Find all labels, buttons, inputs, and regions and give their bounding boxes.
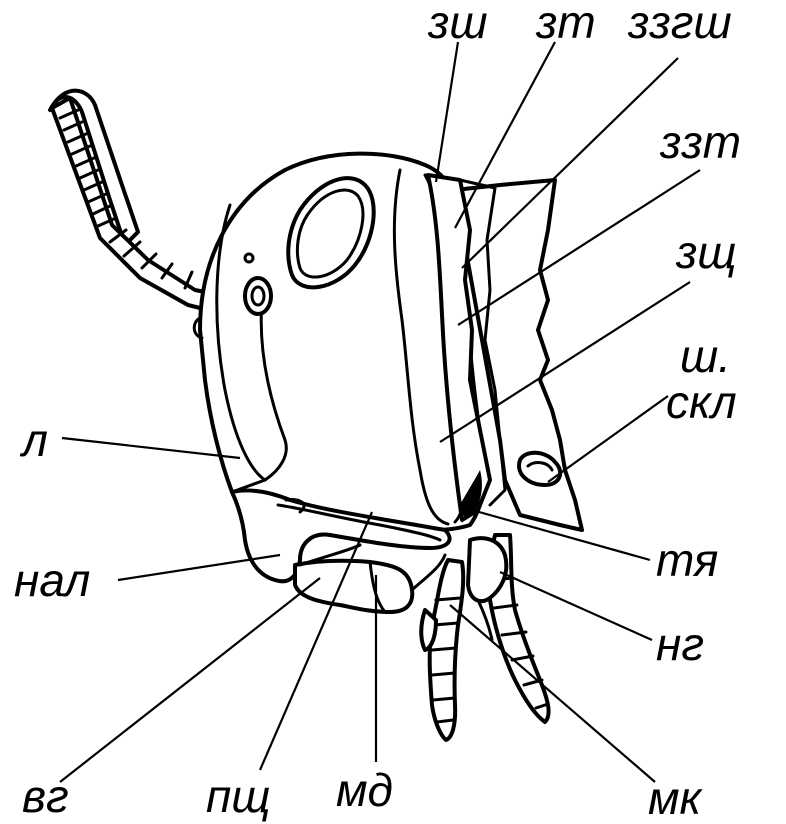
palps [421, 535, 548, 740]
label-tya: тя [656, 534, 718, 586]
leader-zzgsh [462, 58, 678, 268]
label-mk: мк [648, 772, 704, 824]
leader-zsh [436, 42, 458, 182]
label-md: мд [336, 764, 393, 816]
label-zzt: ззт [659, 116, 741, 168]
label-zsh: зш [427, 0, 488, 48]
leader-vg [60, 578, 320, 782]
label-sh: ш. [680, 330, 731, 382]
label-skl: скл [666, 376, 737, 428]
label-zzgsh: ззгш [627, 0, 732, 48]
label-ng: нг [656, 618, 704, 670]
label-vg: вг [22, 770, 69, 822]
head-capsule [194, 154, 505, 531]
label-l: л [19, 414, 48, 466]
label-nal: нал [14, 554, 90, 606]
leader-mk [450, 605, 655, 782]
leader-skl [548, 396, 668, 482]
label-zshch: зщ [675, 226, 737, 278]
label-zt: зт [535, 0, 596, 48]
label-pshch: пщ [206, 770, 270, 822]
leader-l [62, 438, 240, 458]
